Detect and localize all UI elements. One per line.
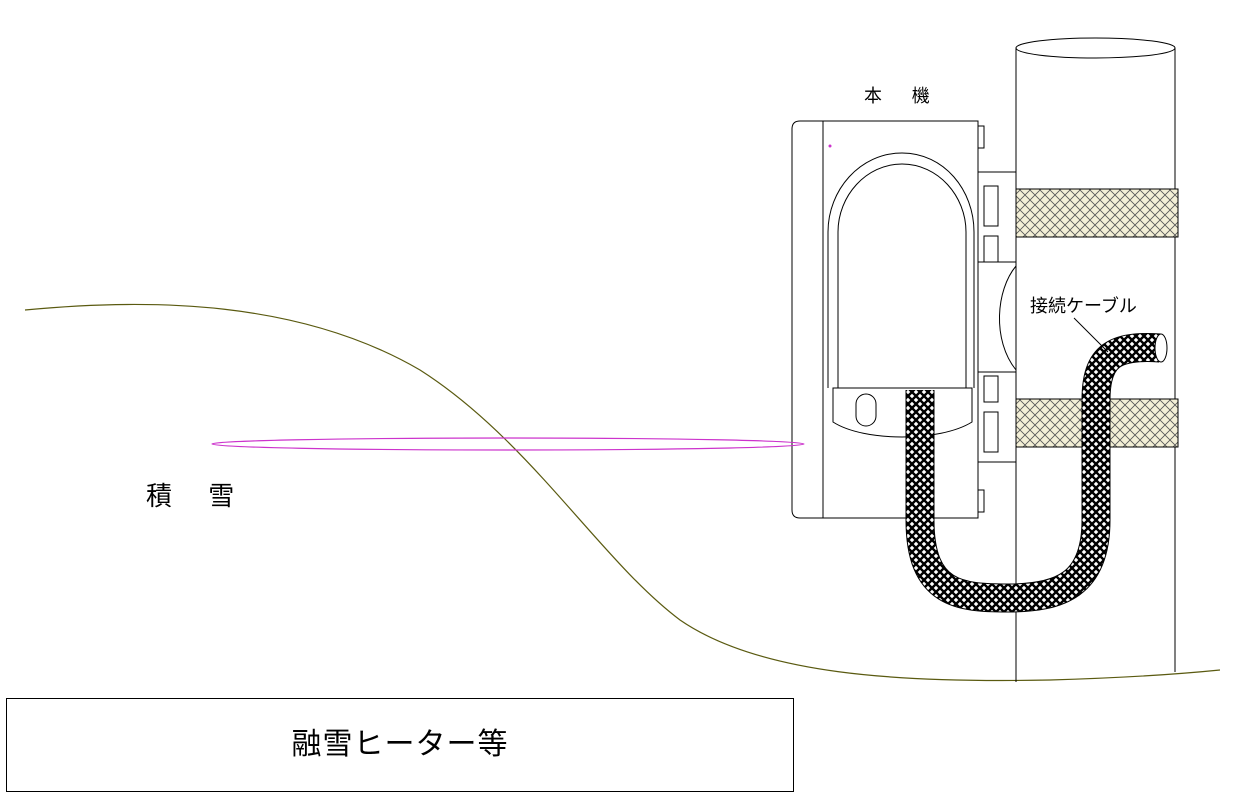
sensor-beam (211, 437, 805, 451)
heater-label: 融雪ヒーター等 (291, 727, 509, 762)
snow-surface-line (24, 303, 1221, 682)
cable-end (1154, 333, 1168, 363)
heater-box: 融雪ヒーター等 (6, 698, 794, 792)
mount-bracket (977, 171, 1017, 463)
cable-leader-line (1073, 317, 1109, 353)
snow-label: 積 雪 (146, 482, 249, 512)
main-unit (791, 120, 985, 519)
pole (1015, 37, 1176, 682)
cable-label: 接続ケーブル (1030, 296, 1137, 317)
mount-band-upper (995, 188, 1179, 238)
connection-cable-pattern (906, 334, 1161, 612)
sensor-window (828, 144, 832, 148)
main-unit-label: 本 機 (864, 86, 942, 107)
